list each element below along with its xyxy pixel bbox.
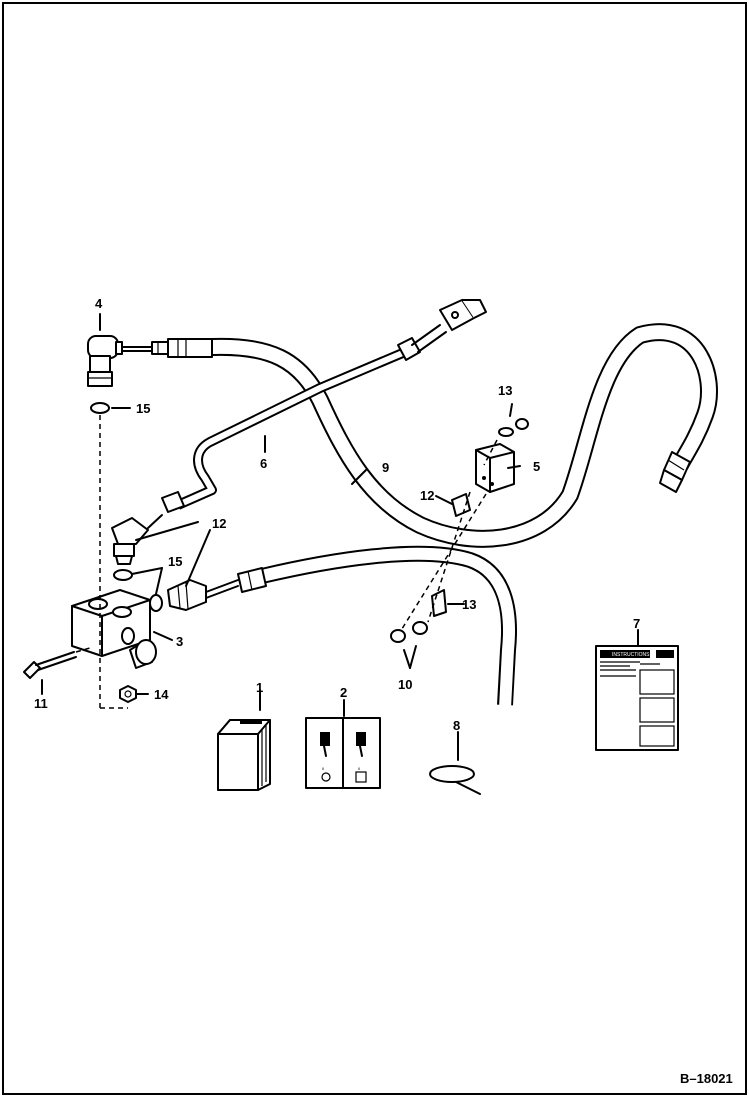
hose-9-left-fitting <box>119 338 213 358</box>
callout-15-top: 15 <box>136 401 150 416</box>
nut-14-bottom <box>119 685 137 703</box>
clamp-13-upper <box>451 493 471 517</box>
o-ring-15-top <box>90 402 110 414</box>
elbow-fitting-4 <box>87 335 123 387</box>
callout-14-bottom: 14 <box>154 687 169 702</box>
svg-text:II: II <box>358 766 360 771</box>
hose-9-right-fitting <box>659 451 691 493</box>
hose-9 <box>211 323 718 548</box>
callout-7: 7 <box>633 616 640 631</box>
elbow-fitting-12-upper <box>111 514 163 565</box>
callout-3: 3 <box>176 634 183 649</box>
callout-8: 8 <box>453 718 460 733</box>
svg-text:II: II <box>322 766 324 771</box>
callout-1: 1 <box>256 680 263 695</box>
item-7-instructions <box>595 645 679 751</box>
leader-lines <box>41 313 639 761</box>
item-1-box <box>217 719 271 791</box>
lower-hose <box>237 545 517 709</box>
bracket-5 <box>475 443 515 493</box>
callout-11: 11 <box>34 696 48 711</box>
o-ring-15-a <box>113 569 133 581</box>
callout-15-mid: 15 <box>168 554 182 569</box>
washer-14-top <box>498 418 529 437</box>
callout-13-lower: 13 <box>462 597 476 612</box>
tube-6 <box>161 299 487 513</box>
item-2-decal: II II <box>305 717 381 789</box>
callout-10: 10 <box>398 677 412 692</box>
callout-6: 6 <box>260 456 267 471</box>
callout-12: 12 <box>212 516 226 531</box>
callout-2: 2 <box>340 685 347 700</box>
callout-4: 4 <box>95 296 103 311</box>
callout-13-upper: 12 <box>420 488 434 503</box>
screws-10 <box>390 621 428 643</box>
callout-9: 9 <box>382 460 389 475</box>
instruction-sheet-heading: INSTRUCTIONS <box>612 652 650 658</box>
elbow-fitting-12-lower <box>167 579 239 611</box>
valve-block-3 <box>71 589 157 669</box>
bolt-11 <box>23 651 77 679</box>
callout-5: 5 <box>533 459 540 474</box>
drawing-number: B–18021 <box>680 1071 733 1086</box>
clamp-13-lower <box>431 589 447 617</box>
item-8-cable-tie <box>429 765 481 795</box>
callout-14-top: 13 <box>498 383 512 398</box>
o-ring-15-b <box>149 594 163 612</box>
